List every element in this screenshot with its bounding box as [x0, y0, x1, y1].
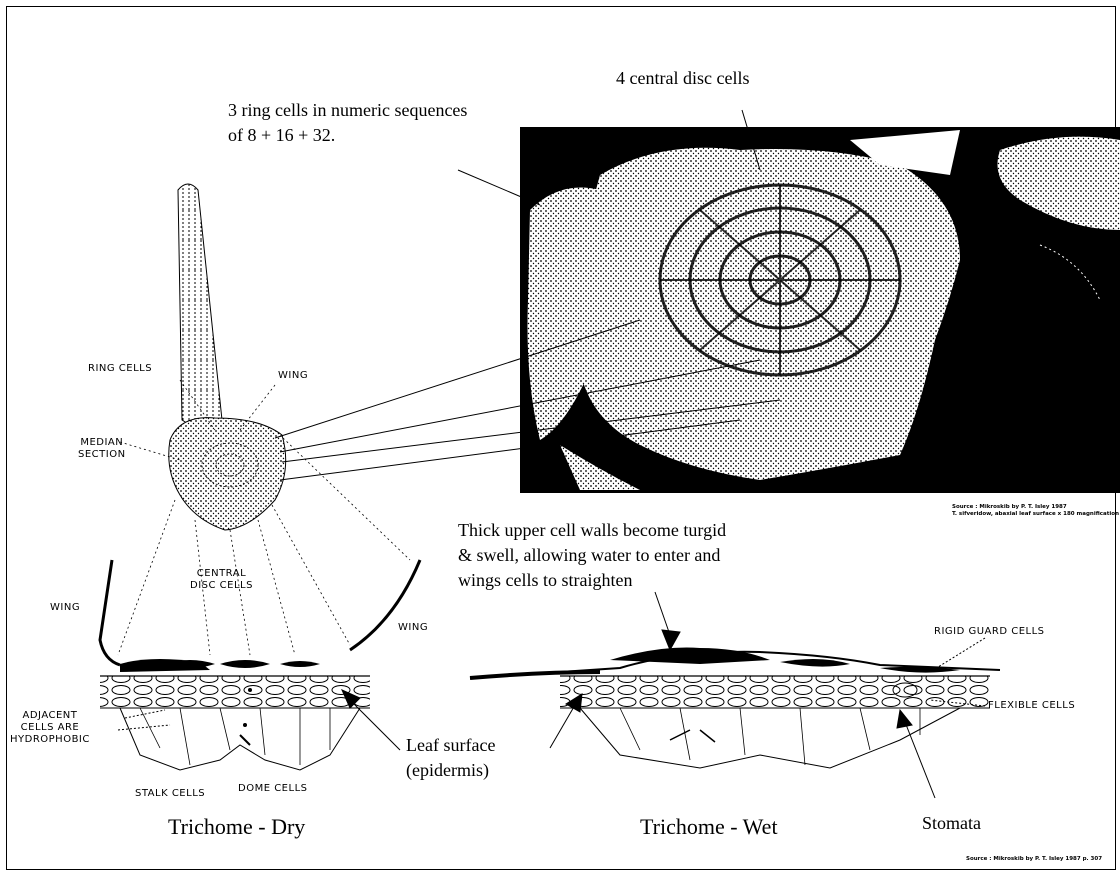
central-line2: DISC CELLS	[190, 580, 253, 592]
ring-cells-annotation: 3 ring cells in numeric sequences of 8 +…	[228, 98, 467, 148]
thick-walls-annotation: Thick upper cell walls become turgid & s…	[458, 518, 726, 593]
stomata-annotation: Stomata	[922, 811, 981, 836]
dry-dotted-guides	[118, 380, 410, 655]
ring-cells-line1: 3 ring cells in numeric sequences	[228, 98, 467, 123]
leaf-surface-line2: (epidermis)	[406, 758, 495, 783]
leaf-surface-annotation: Leaf surface (epidermis)	[406, 733, 495, 783]
median-section-label: MEDIAN SECTION	[78, 437, 126, 461]
wing-right-label: WING	[398, 622, 428, 634]
median-line2: SECTION	[78, 449, 126, 461]
stalk-cells-label: STALK CELLS	[135, 788, 205, 800]
adjacent-line2: CELLS ARE	[10, 722, 90, 734]
wing-top-label: WING	[278, 370, 308, 382]
adjacent-cells-label: ADJACENT CELLS ARE HYDROPHOBIC	[10, 710, 90, 746]
page-source: Source : Mikroskib by P. T. Isley 1987 p…	[966, 856, 1102, 863]
leaf-surface-line1: Leaf surface	[406, 733, 495, 758]
micrograph-source-line1: Source : Mikroskib by P. T. Isley 1987	[952, 504, 1119, 511]
ring-cells-label: RING CELLS	[88, 363, 152, 375]
ring-cells-line2: of 8 + 16 + 32.	[228, 123, 467, 148]
dry-title: Trichome - Dry	[168, 814, 305, 840]
adjacent-line3: HYDROPHOBIC	[10, 734, 90, 746]
wing-left-label: WING	[50, 602, 80, 614]
central-disc-label: CENTRAL DISC CELLS	[190, 568, 253, 592]
rigid-guard-cells-label: RIGID GUARD CELLS	[934, 626, 1045, 638]
adjacent-line1: ADJACENT	[10, 710, 90, 722]
micrograph-source: Source : Mikroskib by P. T. Isley 1987 T…	[952, 504, 1119, 518]
flexible-cells-label: FLEXIBLE CELLS	[988, 700, 1075, 712]
thick-walls-line2: & swell, allowing water to enter and	[458, 543, 726, 568]
wet-leaf-section	[470, 648, 1000, 769]
micrograph-source-line2: T. sifveridow, abaxial leaf surface x 18…	[952, 511, 1119, 518]
thick-walls-line3: wings cells to straighten	[458, 568, 726, 593]
sem-micrograph	[520, 127, 1120, 493]
median-line1: MEDIAN	[78, 437, 126, 449]
central-disc-annotation: 4 central disc cells	[616, 66, 749, 91]
wet-title: Trichome - Wet	[640, 814, 778, 840]
thick-walls-line1: Thick upper cell walls become turgid	[458, 518, 726, 543]
dry-trichome-scale	[169, 184, 286, 530]
central-line1: CENTRAL	[190, 568, 253, 580]
dome-cells-label: DOME CELLS	[238, 783, 308, 795]
dry-leaf-section	[100, 560, 420, 770]
